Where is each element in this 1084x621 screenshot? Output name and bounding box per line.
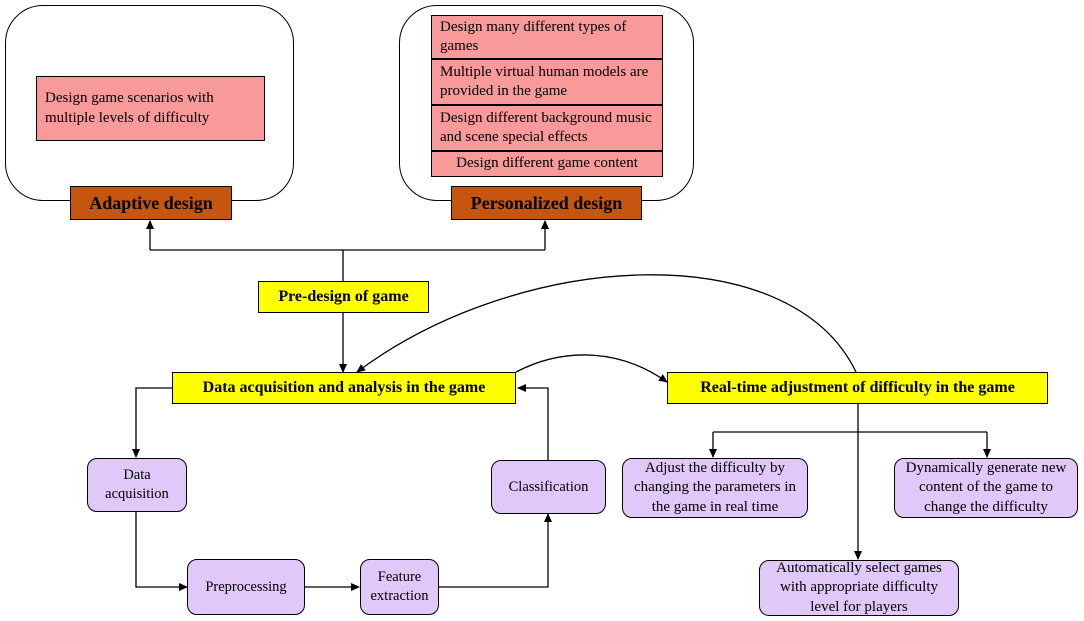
connector-predesign-to-designs [150,249,545,281]
predesign-box: Pre-design of game [258,281,429,313]
option-generate-content: Dynamically generate new content of the … [894,458,1078,518]
step-feature-extraction: Feature extraction [360,559,439,615]
acquisition-analysis-box: Data acquisition and analysis in the gam… [172,372,516,404]
arrow-acquisition-to-realtime [515,354,668,383]
step-preprocessing: Preprocessing [187,559,305,615]
arrow-to-data-acquisition [132,387,172,458]
option-auto-select: Automatically select games with appropri… [759,560,959,616]
personalized-design-label: Personalized design [451,186,642,220]
arrow-to-classification [439,513,552,588]
personalized-item-game-types: Design many different types of games [431,15,663,59]
realtime-adjustment-box: Real-time adjustment of difficulty in th… [667,372,1048,404]
personalized-item-music-effects: Design different background music and sc… [431,105,663,151]
option-adjust-parameters: Adjust the difficulty by changing the pa… [622,458,808,518]
arrow-classification-to-acquisition [517,384,549,460]
personalized-item-game-content: Design different game content [431,151,663,177]
step-data-acquisition: Data acquisition [87,458,187,512]
personalized-item-virtual-human-models: Multiple virtual human models are provid… [431,59,663,105]
step-classification: Classification [491,460,606,514]
connector-realtime-branches [713,404,987,433]
arrow-to-preprocessing [135,512,188,591]
adaptive-item-difficulty-levels: Design game scenarios with multiple leve… [36,76,265,141]
arrow-realtime-feedback-curve [356,274,857,373]
adaptive-design-label: Adaptive design [70,186,232,220]
